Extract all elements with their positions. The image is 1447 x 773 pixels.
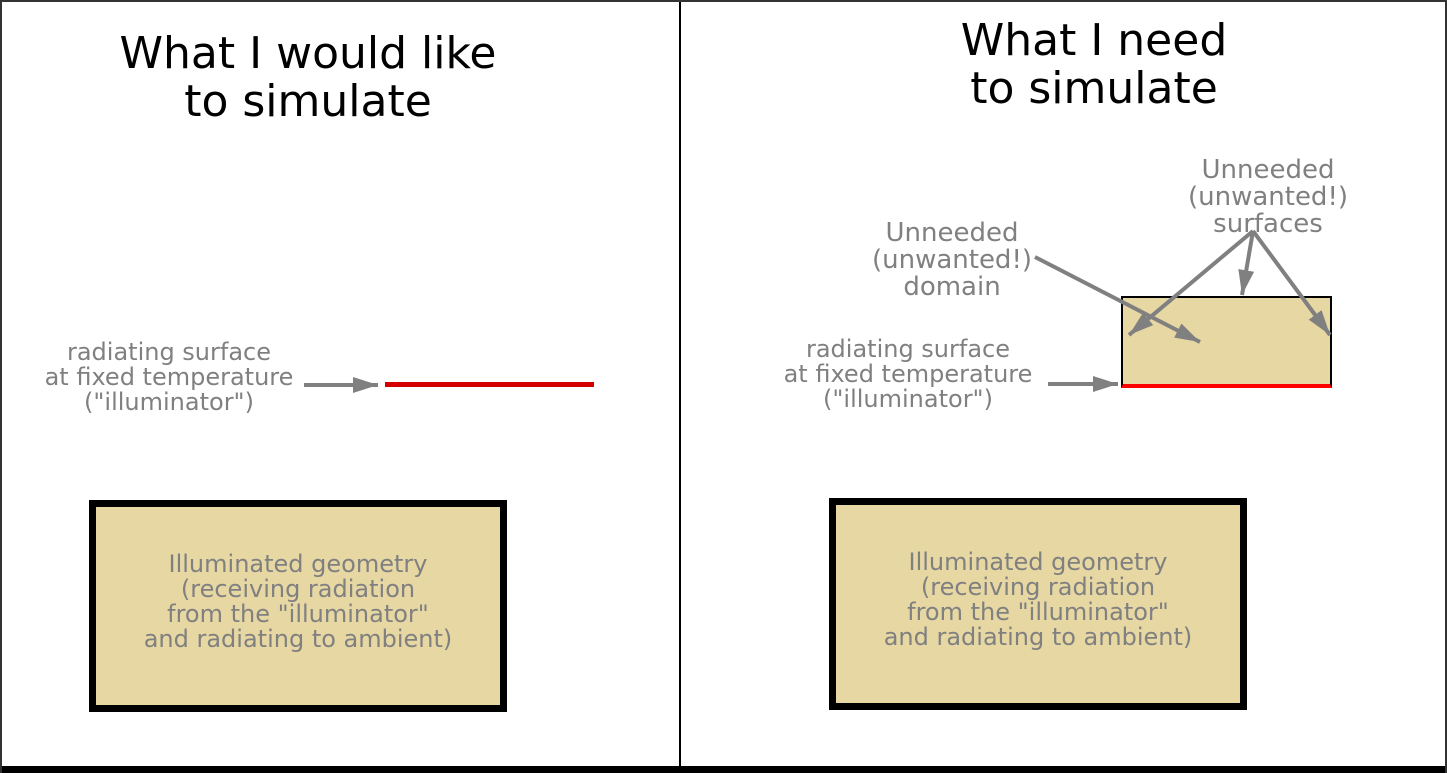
left-panel-title: What I would like to simulate bbox=[119, 28, 497, 127]
left-radiating-surface-label: radiating surface at fixed temperature (… bbox=[44, 338, 294, 416]
left-illuminated-geometry-box: Illuminated geometry (receiving radiatio… bbox=[89, 500, 507, 712]
right-panel-title: What I need to simulate bbox=[960, 15, 1228, 114]
right-radiating-surface-label: radiating surface at fixed temperature (… bbox=[783, 335, 1033, 413]
right-illuminated-geometry-box: Illuminated geometry (receiving radiatio… bbox=[829, 498, 1247, 710]
unneeded-domain-box bbox=[1121, 296, 1332, 388]
left-illuminated-geometry-label: Illuminated geometry (receiving radiatio… bbox=[143, 550, 453, 653]
unneeded-surfaces-arrow-middle bbox=[1238, 230, 1255, 296]
bottom-bar bbox=[2, 766, 1445, 773]
unneeded-surfaces-label: Unneeded (unwanted!) surfaces bbox=[1187, 155, 1349, 239]
unneeded-domain-label: Unneeded (unwanted!) domain bbox=[871, 218, 1033, 302]
right-illuminated-geometry-label: Illuminated geometry (receiving radiatio… bbox=[883, 548, 1193, 651]
left-illuminator-surface-line bbox=[385, 382, 594, 387]
panel-divider bbox=[679, 2, 681, 766]
